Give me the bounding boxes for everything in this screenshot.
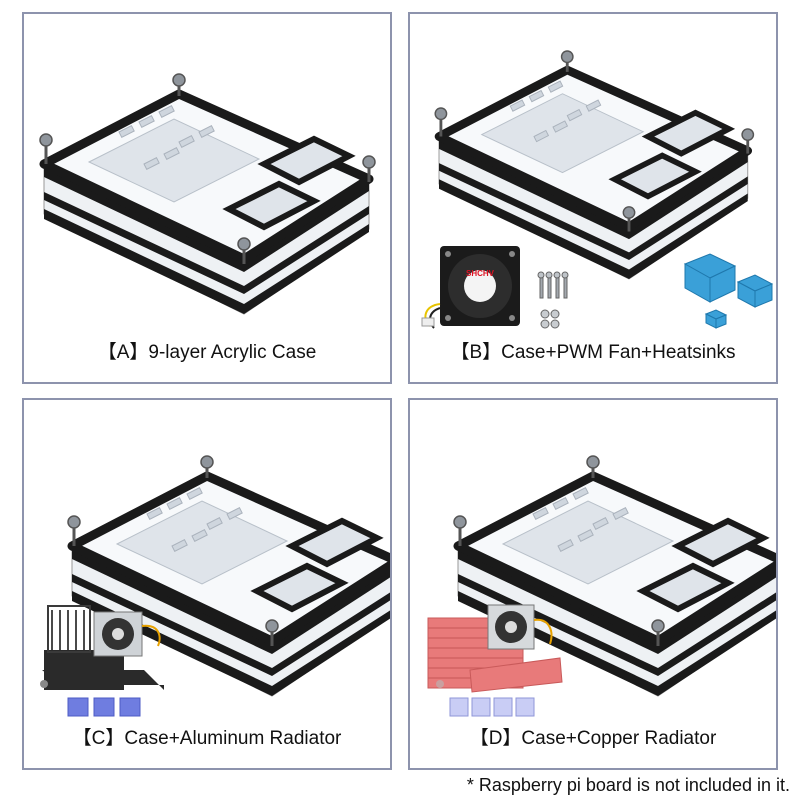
acrylic-case-image: SHCHV xyxy=(421,14,774,329)
footnote: * Raspberry pi board is not included in … xyxy=(466,775,790,795)
option-caption: 【D】Case+Copper Radiator xyxy=(469,728,717,749)
copper-radiator-icon xyxy=(427,604,563,693)
product-option-c[interactable]: 【C】Case+Aluminum Radiator xyxy=(22,398,392,770)
product-option-d[interactable]: 【D】Case+Copper Radiator xyxy=(408,398,778,770)
product-option-a[interactable]: 【A】9-layer Acrylic Case xyxy=(22,12,392,384)
thermal-pad-icon xyxy=(449,697,535,717)
product-option-b[interactable]: SHCHV xyxy=(408,12,778,384)
option-label: Case+PWM Fan+Heatsinks xyxy=(501,342,736,363)
option-caption: 【C】Case+Aluminum Radiator xyxy=(72,728,342,749)
option-caption: 【A】9-layer Acrylic Case xyxy=(97,342,317,363)
acrylic-case-image xyxy=(40,400,390,717)
option-caption: 【B】Case+PWM Fan+Heatsinks xyxy=(450,342,736,363)
thermal-pad-icon xyxy=(67,697,141,717)
pwm-fan-icon: SHCHV xyxy=(421,246,520,329)
option-label: 9-layer Acrylic Case xyxy=(148,342,317,363)
heatsink-icon xyxy=(683,253,774,329)
fan-brand: SHCHV xyxy=(466,269,495,278)
option-label: Case+Copper Radiator xyxy=(521,728,717,749)
option-label: Case+Aluminum Radiator xyxy=(124,728,342,749)
aluminum-radiator-icon xyxy=(40,605,164,690)
acrylic-case-image xyxy=(427,400,776,717)
screw-set-icon xyxy=(537,271,569,329)
acrylic-case-image xyxy=(24,14,390,334)
